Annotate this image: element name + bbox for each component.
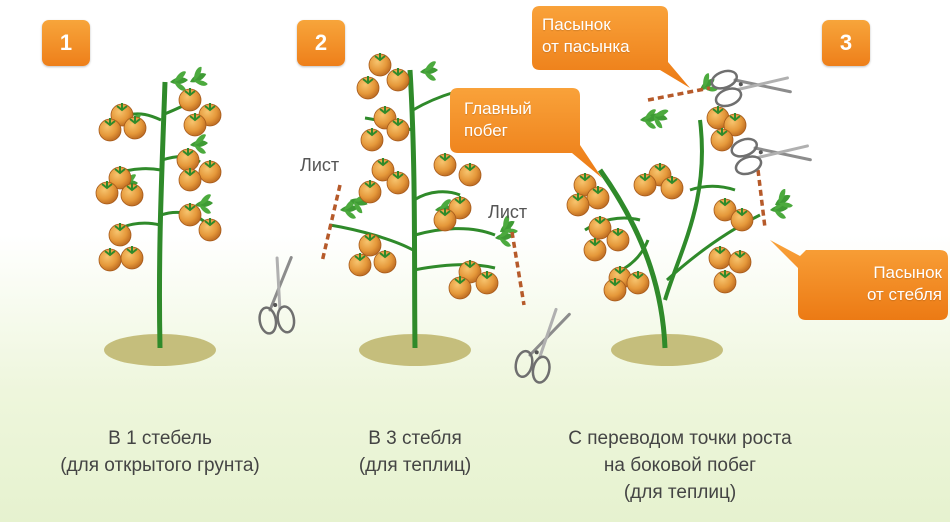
caption-one-stem: В 1 стебель (для открытого грунта) <box>25 425 295 479</box>
callout-stepson-of-stepson: Пасынок от пасынка <box>542 14 662 58</box>
leaf-label-1: Лист <box>300 155 340 175</box>
caption-line: на боковой побег <box>603 455 757 476</box>
step-badge-3: 3 <box>822 20 870 66</box>
callout-main-shoot-bubble <box>450 88 602 178</box>
callout-main-shoot: Главный побег <box>464 98 574 142</box>
step-badge-2: 2 <box>297 20 345 66</box>
plant-one-stem <box>95 65 222 349</box>
step-badge-1: 1 <box>42 20 90 66</box>
ground-3 <box>611 334 723 366</box>
callout-stepson-of-stem: Пасынок от стебля <box>812 262 942 306</box>
scissors-icon <box>247 254 306 339</box>
callout-stepson-of-stem-bubble <box>770 240 948 320</box>
callout-line: от стебля <box>866 285 942 304</box>
ground-1 <box>104 334 216 366</box>
caption-line: (для теплиц) <box>623 482 737 503</box>
scissors-icon <box>511 302 572 388</box>
callout-line: Пасынок <box>873 263 942 282</box>
callout-line: Главный <box>464 99 532 118</box>
caption-line: С переводом точки роста <box>568 428 792 449</box>
caption-line: В 3 стебля <box>368 428 462 449</box>
plant-three-stems <box>247 52 572 388</box>
caption-growth-point-transfer: С переводом точки роста на боковой побег… <box>525 425 835 506</box>
callout-stepson-of-stepson-bubble <box>532 6 690 88</box>
callout-line: побег <box>464 121 508 140</box>
ground-2 <box>359 334 471 366</box>
leaf-label-2: Лист <box>488 202 528 222</box>
plant-growth-point-transfer <box>566 50 814 349</box>
caption-three-stems: В 3 стебля (для теплиц) <box>320 425 510 479</box>
caption-line: В 1 стебель <box>108 428 212 449</box>
callout-line: от пасынка <box>542 37 630 56</box>
caption-line: (для теплиц) <box>358 455 472 476</box>
caption-line: (для открытого грунта) <box>60 455 260 476</box>
callout-line: Пасынок <box>542 15 611 34</box>
